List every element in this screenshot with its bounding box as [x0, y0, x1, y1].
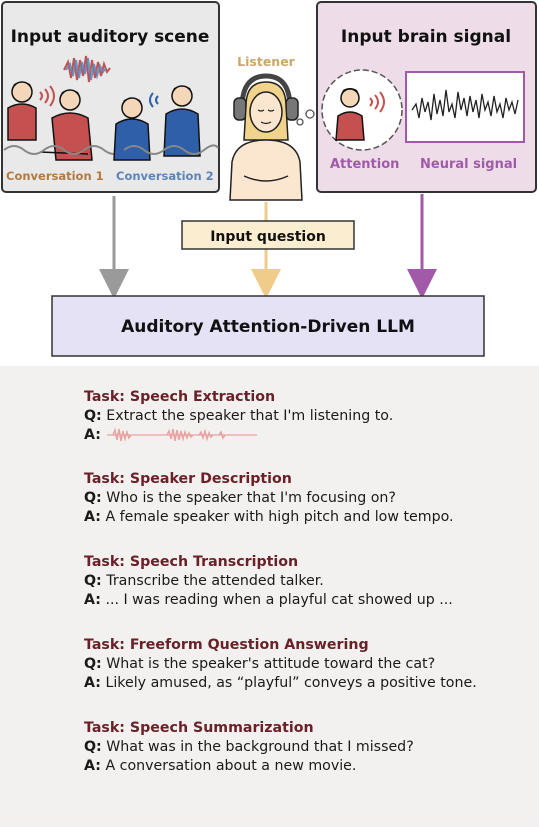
speaker-red-icon [7, 81, 55, 141]
task-freeform-qa: Task: Freeform Question Answering Q: Wha… [84, 636, 534, 693]
headphones-icon [233, 73, 299, 121]
task-question: Q: Transcribe the attended talker. [84, 573, 324, 589]
task-title: Task: Speech Extraction [84, 389, 276, 405]
neural-signal-label: Neural signal [420, 157, 517, 172]
task-speaker-description: Task: Speaker Description Q: Who is the … [84, 470, 534, 527]
listener-head-icon [243, 81, 289, 141]
task-question: Q: What was in the background that I mis… [84, 739, 414, 755]
speaker-blue-icon [149, 85, 201, 157]
input-question-label: Input question [210, 229, 326, 245]
task-answer: A: [84, 426, 534, 445]
task-speech-extraction: Task: Speech Extraction Q: Extract the s… [84, 388, 534, 445]
task-question: Q: Who is the speaker that I'm focusing … [84, 490, 396, 506]
sound-wave-line-2 [123, 144, 219, 155]
task-speech-summarization: Task: Speech Summarization Q: What was i… [84, 719, 534, 776]
brain-signal-panel: Input brain signal Attention Neural sign… [316, 1, 537, 193]
sound-wave-line [3, 145, 125, 155]
task-answer: A: Likely amused, as “playful” conveys a… [84, 675, 477, 691]
pipeline-diagram: Input auditory scene [1, 1, 537, 357]
llm-box: Auditory Attention-Driven LLM [51, 295, 485, 357]
auditory-scene-title: Input auditory scene [11, 27, 210, 47]
attention-label: Attention [330, 157, 399, 172]
conversation-2-label: Conversation 2 [116, 169, 214, 183]
task-title: Task: Speaker Description [84, 471, 292, 487]
task-answer: A: A female speaker with high pitch and … [84, 509, 454, 525]
task-examples-panel: Task: Speech Extraction Q: Extract the s… [0, 366, 539, 827]
task-title: Task: Speech Summarization [84, 720, 314, 736]
input-question-box: Input question [181, 220, 355, 250]
listener-label: Listener [237, 54, 296, 69]
task-answer: A: ... I was reading when a playful cat … [84, 592, 453, 608]
brain-signal-title: Input brain signal [341, 27, 511, 47]
extracted-speech-waveform-icon [106, 427, 257, 442]
task-title: Task: Freeform Question Answering [84, 637, 369, 653]
listener-figure: Listener [229, 54, 303, 201]
task-question: Q: What is the speaker's attitude toward… [84, 656, 436, 672]
mixed-waveform [63, 55, 111, 83]
auditory-scene-panel: Input auditory scene [1, 1, 220, 193]
task-question: Q: Extract the speaker that I'm listenin… [84, 408, 394, 424]
conversation-1-label: Conversation 1 [6, 169, 104, 183]
thought-bubble-dots [296, 109, 315, 126]
task-answer: A: A conversation about a new movie. [84, 758, 357, 774]
neural-signal-plot [405, 71, 525, 143]
task-speech-transcription: Task: Speech Transcription Q: Transcribe… [84, 553, 534, 610]
llm-label: Auditory Attention-Driven LLM [121, 317, 415, 337]
listener-body-icon [229, 139, 303, 201]
attention-thought-cloud [321, 69, 403, 151]
task-title: Task: Speech Transcription [84, 554, 299, 570]
